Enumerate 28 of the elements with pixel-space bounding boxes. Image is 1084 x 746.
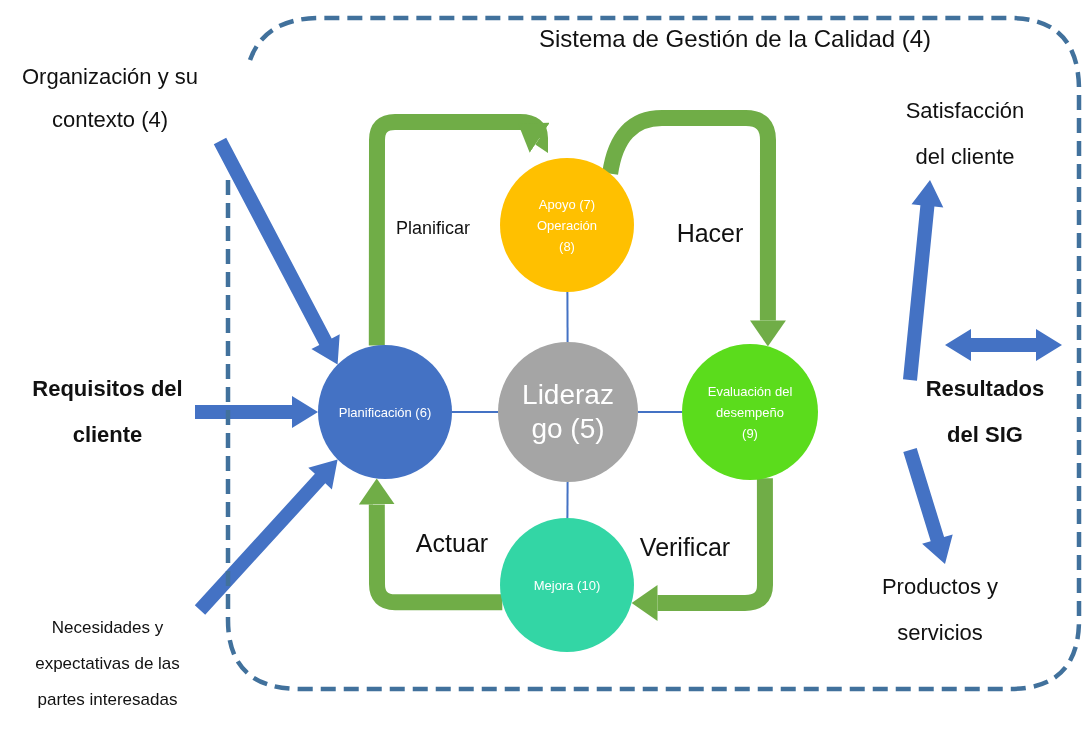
node-label: Planificación (6) — [338, 403, 432, 422]
arrow — [903, 447, 953, 564]
connector-line — [451, 411, 499, 413]
text-label: Satisfacción del cliente — [890, 88, 1040, 180]
node-label: Evaluación del desempeño (9) — [707, 382, 793, 443]
edge-label: Planificar — [396, 217, 470, 239]
text-label: Productos y servicios — [865, 564, 1015, 656]
text-label: Necesidades y expectativas de las partes interesadas — [15, 610, 200, 718]
node-label: Apoyo (7) Operación (8) — [536, 195, 598, 256]
text-label: Resultados del SIG — [910, 366, 1060, 458]
arrow — [903, 180, 944, 381]
connector-line — [566, 291, 569, 343]
curved-arrow — [368, 114, 550, 346]
text-label: Requisitos del cliente — [20, 366, 195, 458]
node-label: Mejora (10) — [533, 576, 601, 595]
edge-label: Hacer — [676, 218, 744, 248]
arrow — [195, 396, 318, 428]
group-title: Sistema de Gestión de la Calidad (4) — [537, 25, 933, 53]
arrow — [213, 137, 340, 365]
connector-line — [637, 411, 683, 413]
curved-arrow — [631, 478, 773, 621]
arrow — [194, 459, 338, 615]
node-label: Liderazgo (5) — [521, 378, 615, 446]
text-label: Organización y su contexto (4) — [0, 55, 220, 141]
edge-label: Verificar — [639, 532, 731, 562]
edge-label: Actuar — [415, 528, 489, 558]
curved-arrow — [358, 478, 503, 611]
connector-line — [566, 481, 569, 519]
